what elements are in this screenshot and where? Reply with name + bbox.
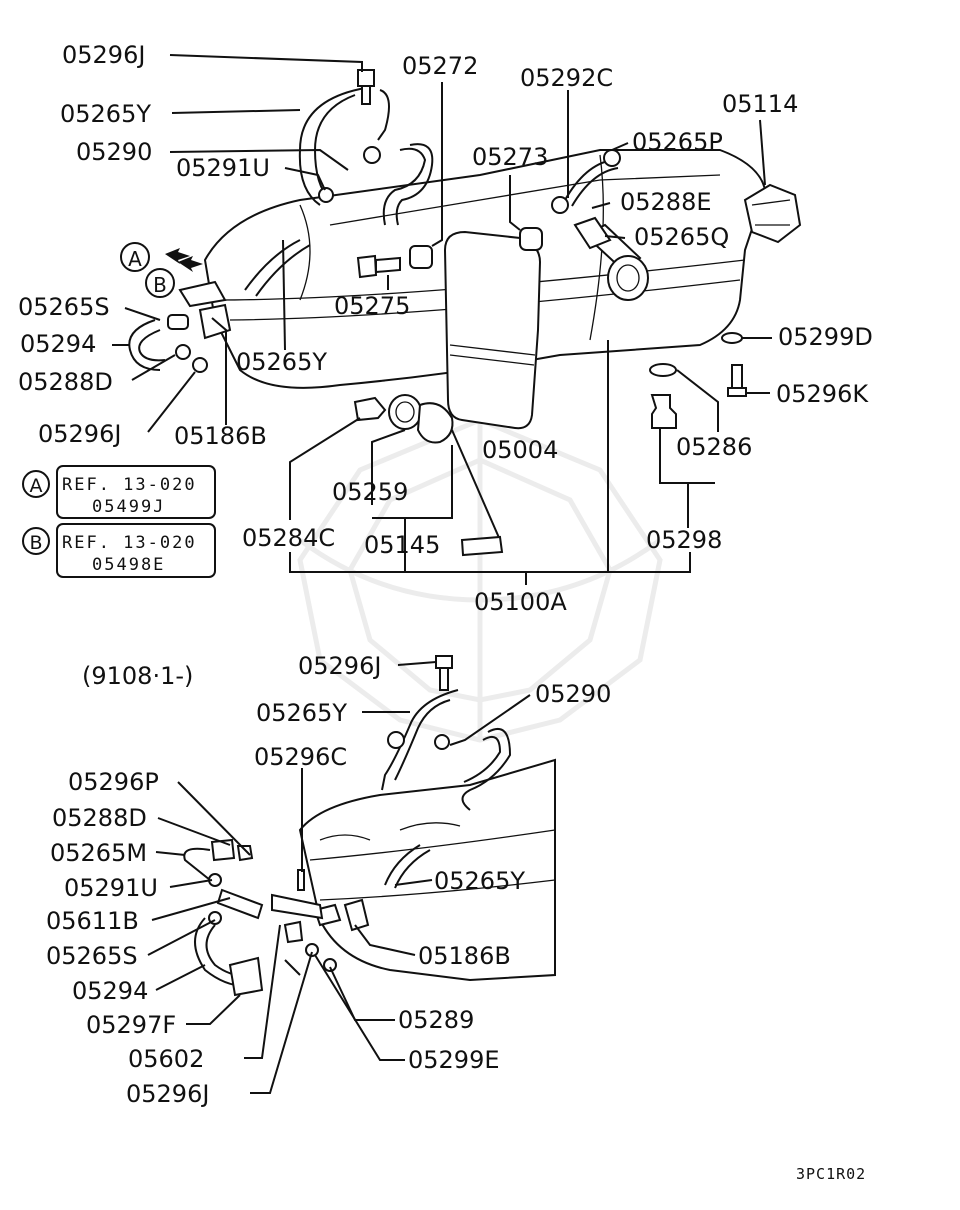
ref-box-b-letter: B <box>29 532 42 554</box>
label-05296J-c: 05296J <box>298 652 381 680</box>
label-05145: 05145 <box>364 531 440 559</box>
filler-neck-ring <box>607 255 649 301</box>
lower-part-labels: (9108·1-) 05296J 05265Y 05290 05296C 052… <box>46 652 611 1108</box>
arrow-icon <box>165 248 190 264</box>
label-05611B: 05611B <box>46 907 139 935</box>
label-05294-a: 05294 <box>20 330 96 358</box>
label-05602: 05602 <box>128 1045 204 1073</box>
label-05290-b: 05290 <box>535 680 611 708</box>
reference-boxes: A REF. 13-020 05499J B REF. 13-020 05498… <box>22 465 216 578</box>
label-05288D-a: 05288D <box>18 368 113 396</box>
label-05273: 05273 <box>472 143 548 171</box>
label-05275: 05275 <box>334 292 410 320</box>
label-05265M: 05265M <box>50 839 147 867</box>
label-05004: 05004 <box>482 436 558 464</box>
diagram-code: 3PC1R02 <box>796 1165 866 1183</box>
fuel-sender-unit <box>416 402 454 444</box>
label-05265Y-b: 05265Y <box>236 348 327 376</box>
bolt-05275 <box>356 254 378 279</box>
arrow-icon <box>178 256 203 272</box>
label-05288E: 05288E <box>620 188 712 216</box>
label-05265Y-d: 05265Y <box>434 867 525 895</box>
label-05292C: 05292C <box>520 64 613 92</box>
label-05294-b: 05294 <box>72 977 148 1005</box>
label-05186B-a: 05186B <box>174 422 267 450</box>
label-05299D: 05299D <box>778 323 873 351</box>
upper-part-labels: 05296J 05265Y 05290 05291U 05272 05292C … <box>18 41 873 616</box>
ref-box-a-line2: 05499J <box>92 497 165 517</box>
protector-plate <box>443 230 542 430</box>
label-05299E: 05299E <box>408 1046 500 1074</box>
label-05288D-b: 05288D <box>52 804 147 832</box>
ref-box-a-line1: REF. 13-020 <box>62 475 197 495</box>
label-05296K: 05296K <box>776 380 869 408</box>
ref-a-marker-letter: A <box>128 247 142 271</box>
upper-fuel-tank-assembly <box>112 54 802 585</box>
ref-box-a-letter: A <box>30 475 43 497</box>
ref-b-marker-letter: B <box>153 273 167 297</box>
ref-box-b <box>56 523 216 578</box>
label-05297F: 05297F <box>86 1011 176 1039</box>
label-05289: 05289 <box>398 1006 474 1034</box>
label-05298: 05298 <box>646 526 722 554</box>
label-05265P: 05265P <box>632 128 723 156</box>
label-05290-a: 05290 <box>76 138 152 166</box>
label-05259: 05259 <box>332 478 408 506</box>
ref-box-b-line1: REF. 13-020 <box>62 533 197 553</box>
label-05114: 05114 <box>722 90 798 118</box>
label-05265Y-a: 05265Y <box>60 100 151 128</box>
label-05296J-d: 05296J <box>126 1080 209 1108</box>
gasket-05259 <box>388 394 422 430</box>
ref-a-marker <box>120 242 150 272</box>
label-05265S-b: 05265S <box>46 942 138 970</box>
label-05100A: 05100A <box>474 588 567 616</box>
label-05286: 05286 <box>676 433 752 461</box>
fuel-cap <box>743 183 802 244</box>
label-05265S-a: 05265S <box>18 293 110 321</box>
label-05291U-b: 05291U <box>64 874 158 902</box>
label-05265Q: 05265Q <box>634 223 729 251</box>
lower-fuel-tank-assembly <box>147 655 556 1094</box>
label-05284C: 05284C <box>242 524 335 552</box>
label-05291U-a: 05291U <box>176 154 270 182</box>
label-05296C: 05296C <box>254 743 347 771</box>
ref-b-marker <box>145 268 175 298</box>
ref-arrows: A B <box>120 242 203 298</box>
label-05296P: 05296P <box>68 768 159 796</box>
date-range-label: (9108·1-) <box>82 662 193 690</box>
label-05272: 05272 <box>402 52 478 80</box>
label-05296J-a: 05296J <box>62 41 145 69</box>
label-05265Y-c: 05265Y <box>256 699 347 727</box>
label-05186B-b: 05186B <box>418 942 511 970</box>
label-05296J-b: 05296J <box>38 420 121 448</box>
ref-box-b-line2: 05498E <box>92 555 165 575</box>
ref-box-a <box>56 465 216 519</box>
